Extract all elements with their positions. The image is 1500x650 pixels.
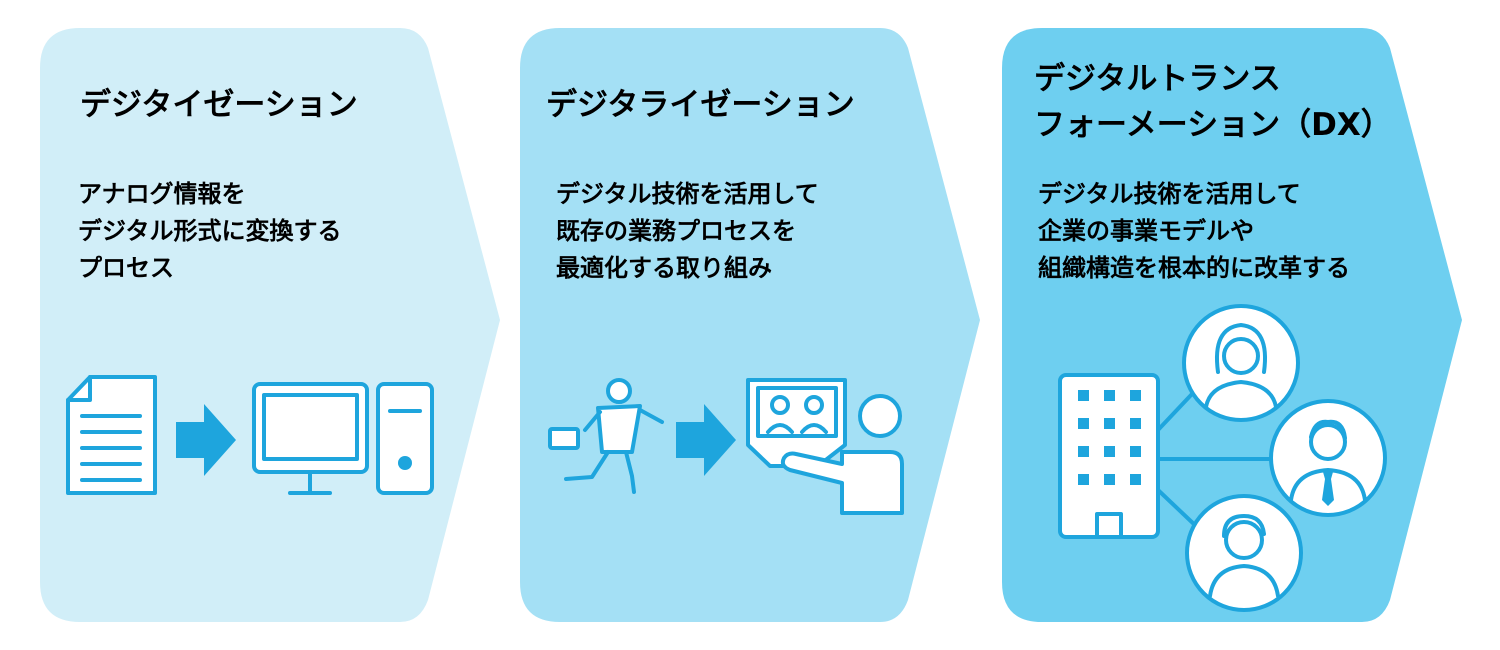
panel-3-title: デジタルトランス フォーメーション（DX）	[1034, 56, 1392, 148]
panel-1-description-line: プロセス	[78, 254, 174, 282]
panel-3-description-line: 組織構造を根本的に改革する	[1038, 254, 1350, 282]
panel-2-description-line: 既存の業務プロセスを	[556, 217, 796, 245]
woman-avatar-icon	[1182, 304, 1300, 422]
office-building-icon	[1058, 373, 1272, 539]
running-businessman-icon	[548, 378, 664, 494]
panel-2-description: デジタル技術を活用して 既存の業務プロセスを 最適化する取り組み	[556, 176, 819, 287]
panel-3-title-line: デジタルトランス	[1034, 61, 1281, 97]
panel-3-description: デジタル技術を活用して 企業の事業モデルや 組織構造を根本的に改革する	[1038, 176, 1350, 287]
panel-2-description-line: 最適化する取り組み	[556, 254, 772, 282]
panel-2-title-line: デジタライゼーション	[546, 87, 855, 123]
panel-2-title: デジタライゼーション	[546, 82, 855, 128]
arrow-right-icon	[676, 404, 736, 476]
panel-3-description-line: 企業の事業モデルや	[1038, 217, 1254, 245]
panel-1-title-line: デジタイゼーション	[80, 87, 358, 123]
video-conference-icon	[746, 378, 904, 515]
panel-1-description-line: アナログ情報を	[78, 180, 246, 208]
panel-3-title-line: フォーメーション（DX）	[1034, 107, 1392, 143]
panel-1-description: アナログ情報を デジタル形式に変換する プロセス	[78, 176, 342, 287]
document-icon	[66, 375, 157, 495]
panel-1-description-line: デジタル形式に変換する	[78, 217, 342, 245]
panel-3-description-line: デジタル技術を活用して	[1038, 180, 1301, 208]
businessman-avatar-icon	[1269, 399, 1387, 517]
panel-2-description-line: デジタル技術を活用して	[556, 180, 819, 208]
desktop-computer-icon	[252, 382, 434, 495]
arrow-right-icon	[176, 404, 236, 476]
panel-1-title: デジタイゼーション	[80, 82, 358, 128]
man-avatar-icon	[1185, 494, 1303, 612]
